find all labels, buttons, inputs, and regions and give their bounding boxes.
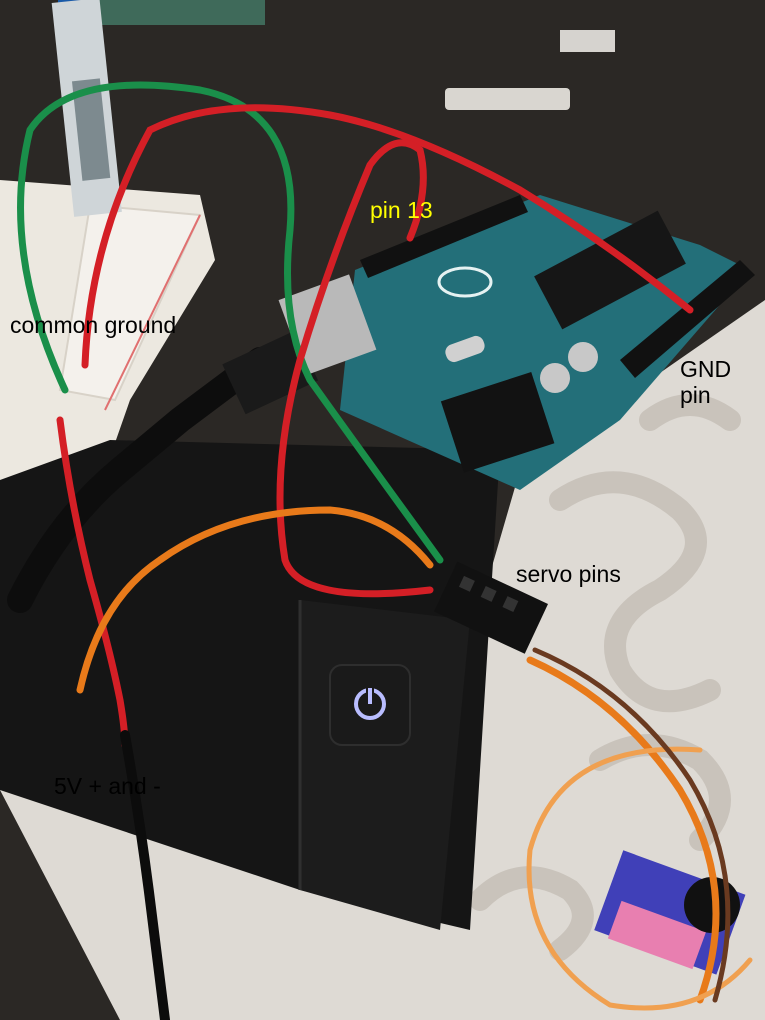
wire-red-pin13 [276, 139, 434, 598]
power-5v-label: 5V + and - [54, 773, 161, 799]
breadboard-rail [58, 203, 202, 402]
white-strip [445, 88, 570, 110]
servo-pins-label: servo pins [516, 561, 621, 587]
arduino-header-top [360, 195, 528, 278]
case-front-panel [300, 600, 470, 930]
power-icon [354, 688, 386, 720]
capacitor-1 [540, 363, 570, 393]
wire-green [17, 81, 444, 564]
tablecloth-pattern [469, 394, 741, 961]
white-connector [560, 30, 615, 52]
power-button [329, 664, 411, 746]
servo-cable-brown [532, 647, 731, 1003]
arduino-header-right [620, 260, 755, 378]
module-chip [71, 78, 111, 181]
breadboard-red-line [104, 214, 201, 411]
power-jack [440, 371, 555, 473]
wire-red-power [56, 416, 129, 749]
capacitor-2 [568, 342, 598, 372]
servo-cable [526, 656, 720, 1004]
common-ground-label: common ground [10, 312, 177, 338]
servo-connector [434, 561, 548, 654]
arduino-chip [534, 210, 686, 330]
wire-red-top [81, 104, 694, 369]
wire-orange [76, 506, 434, 694]
pin-13-label: pin 13 [370, 197, 433, 223]
gnd-pin-label: GND pin [680, 356, 732, 409]
wire-black-power [120, 730, 170, 1020]
arduino-logo [437, 266, 493, 298]
servo-cable-loop [526, 746, 753, 1011]
top-board [95, 0, 265, 25]
crystal [445, 335, 485, 363]
usb-plug [222, 330, 319, 415]
